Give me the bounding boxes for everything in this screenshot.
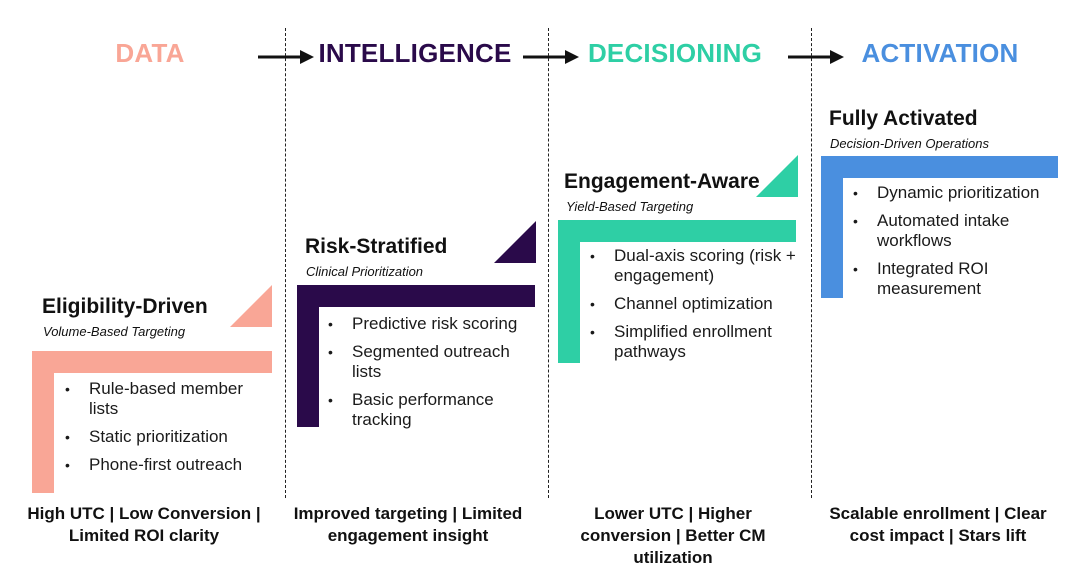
stage-header-data: DATA (115, 38, 185, 68)
triangle-corner-icon (230, 285, 272, 327)
list-item: Dual-axis scoring (risk + engagement) (588, 246, 800, 286)
list-item: Integrated ROI measurement (851, 259, 1063, 299)
step-bar-engagement-vertical (558, 220, 580, 363)
stage-header-intelligence: INTELLIGENCE (318, 38, 512, 68)
outcome-line: Lower UTC | Higher (594, 504, 752, 523)
list-item: Channel optimization (588, 294, 800, 314)
step-title-eligibility: Eligibility-Driven (42, 295, 208, 318)
step-bar-eligibility-vertical (32, 351, 54, 493)
step-subtitle-eligibility: Volume-Based Targeting (43, 324, 186, 339)
right-arrow-icon (523, 50, 579, 64)
step-subtitle-activated: Decision-Driven Operations (830, 136, 989, 151)
outcome-line: Scalable enrollment | Clear (829, 504, 1047, 523)
step-title-engagement: Engagement-Aware (564, 170, 760, 193)
outcome-line: cost impact | Stars lift (849, 526, 1027, 545)
step-bar-risk-vertical (297, 285, 319, 427)
bullet-list-risk: Predictive risk scoring Segmented outrea… (326, 314, 538, 438)
stage-divider (285, 28, 286, 498)
outcome-line: Improved targeting | Limited (293, 504, 523, 523)
triangle-corner-icon (494, 221, 536, 263)
outcome-line: engagement insight (327, 526, 489, 545)
stage-header-decisioning: DECISIONING (587, 38, 763, 68)
outcome-line: Limited ROI clarity (68, 526, 220, 545)
outcome-line: High UTC | Low Conversion | (27, 504, 261, 523)
stage-divider (548, 28, 549, 498)
step-title-risk: Risk-Stratified (305, 235, 448, 258)
bullet-list-eligibility: Rule-based member lists Static prioritiz… (63, 379, 273, 483)
list-item: Static prioritization (63, 427, 273, 447)
bullet-list-activated: Dynamic prioritization Automated intake … (851, 183, 1063, 307)
triangle-corner-icon (756, 155, 798, 197)
step-bar-activated-vertical (821, 156, 843, 298)
step-subtitle-engagement: Yield-Based Targeting (566, 199, 694, 214)
step-bar-engagement-horizontal (558, 220, 796, 242)
step-bar-risk-horizontal (297, 285, 535, 307)
stage-divider (811, 28, 812, 498)
outcome-decisioning: Lower UTC | Higher conversion | Better C… (560, 503, 786, 569)
step-bar-eligibility-horizontal (32, 351, 272, 373)
list-item: Basic performance tracking (326, 390, 538, 430)
outcome-line: utilization (633, 548, 713, 567)
list-item: Automated intake workflows (851, 211, 1063, 251)
step-bar-activated-horizontal (821, 156, 1058, 178)
list-item: Predictive risk scoring (326, 314, 538, 334)
list-item: Simplified enrollment pathways (588, 322, 800, 362)
outcome-line: conversion | Better CM (580, 526, 766, 545)
list-item: Dynamic prioritization (851, 183, 1063, 203)
list-item: Rule-based member lists (63, 379, 273, 419)
step-subtitle-risk: Clinical Prioritization (306, 264, 424, 279)
step-title-activated: Fully Activated (829, 107, 978, 130)
bullet-list-engagement: Dual-axis scoring (risk + engagement) Ch… (588, 246, 800, 370)
outcome-intelligence: Improved targeting | Limited engagement … (288, 503, 528, 547)
outcome-data: High UTC | Low Conversion | Limited ROI … (20, 503, 268, 547)
outcome-activation: Scalable enrollment | Clear cost impact … (820, 503, 1056, 547)
right-arrow-icon (788, 50, 844, 64)
stage-header-activation: ACTIVATION (861, 38, 1019, 68)
right-arrow-icon (258, 50, 314, 64)
list-item: Segmented outreach lists (326, 342, 538, 382)
list-item: Phone-first outreach (63, 455, 273, 475)
